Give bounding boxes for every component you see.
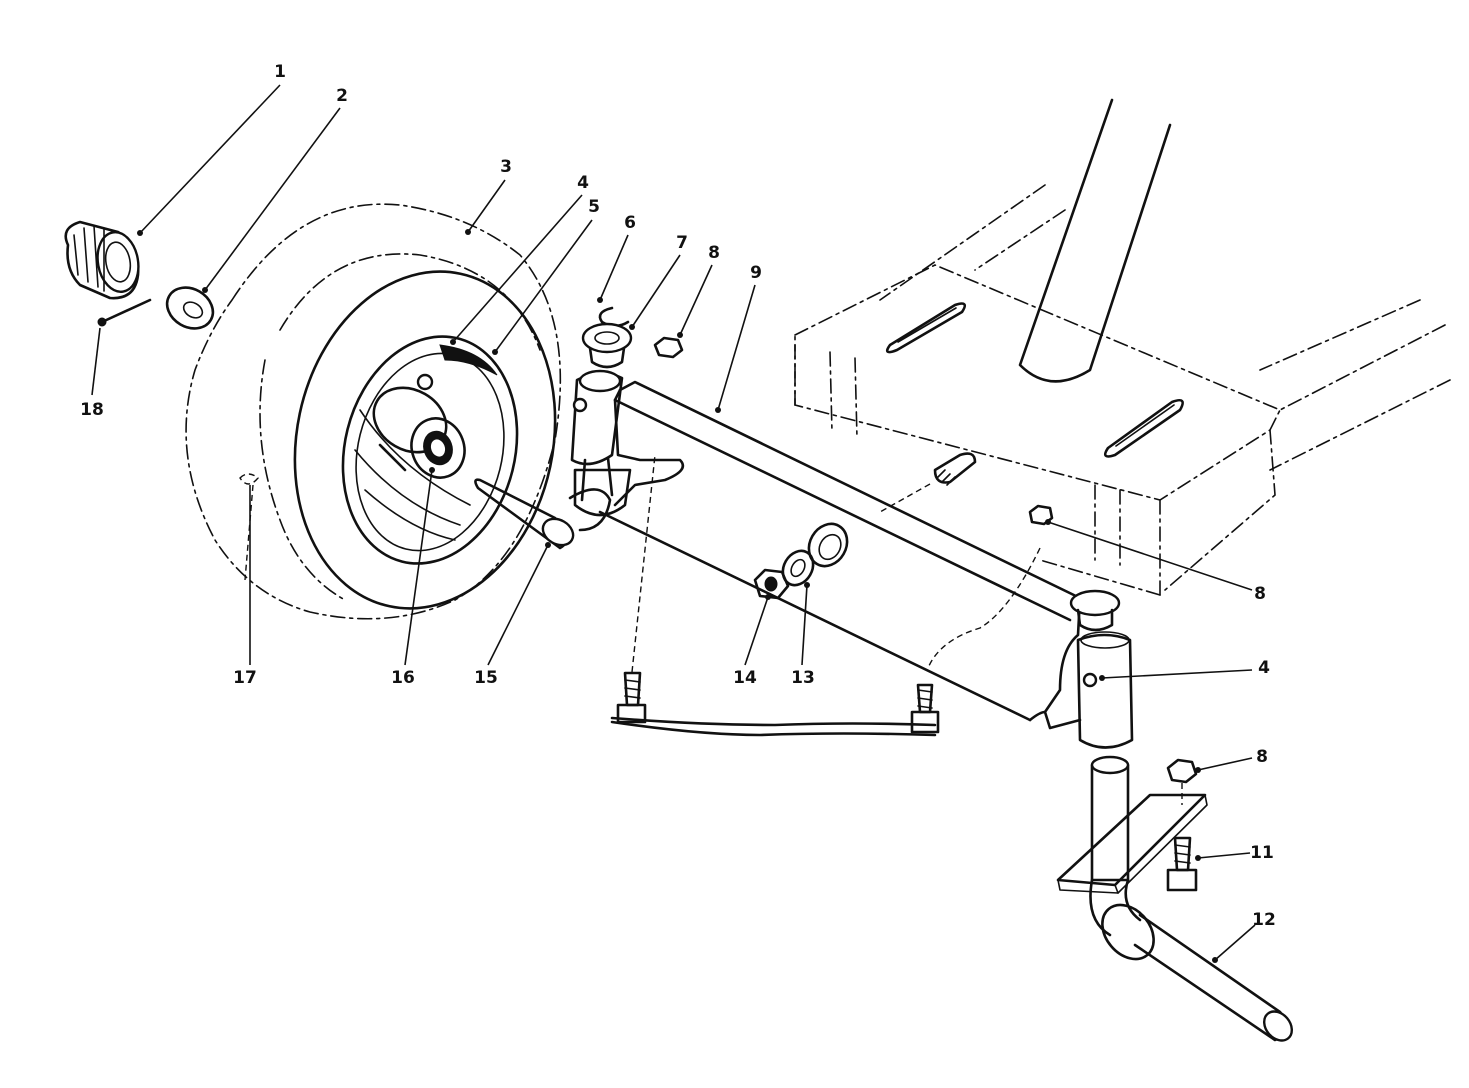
grease-fitting-hub [416,373,434,391]
tractor-frame [794,98,1451,596]
callout-labels: 1 2 3 4 5 6 7 8 9 18 17 16 15 14 13 8 4 … [80,62,1276,930]
kingpin-tube-left [570,369,624,502]
hex-nut-top [653,336,684,359]
callout-17: 17 [233,668,257,688]
callout-6: 6 [624,213,636,233]
frame-slot-upper [885,302,967,354]
callout-16: 16 [391,668,415,688]
callout-8-right: 8 [1256,747,1268,767]
spindle-left [474,468,632,550]
axle-beam [598,380,1082,730]
tie-rod [610,454,940,737]
callout-3: 3 [500,157,512,177]
callout-9: 9 [750,263,762,283]
callout-15: 15 [474,668,498,688]
wheel-rim [341,335,519,565]
frame-slot-lower [1103,398,1184,458]
hex-nut-right-upper [1166,758,1198,805]
callout-7: 7 [676,233,688,253]
hub-cap [64,220,140,300]
cap-screw-right [1166,836,1198,892]
hex-nut-frame [1028,504,1054,526]
callout-18: 18 [80,400,104,420]
lock-nut-center [753,568,790,600]
washer-center [781,549,815,587]
tire [185,203,562,620]
callout-11: 11 [1250,843,1274,863]
callout-4: 4 [577,173,589,193]
flanged-bushing-right [1069,589,1121,632]
callout-4-right: 4 [1258,658,1270,678]
leader-lines [91,84,1256,963]
valve-stem [239,473,259,581]
pivot-bushing [807,522,849,568]
callout-8: 8 [708,243,720,263]
callout-13: 13 [791,668,815,688]
kingpin-tube-right [1076,631,1134,749]
callout-1: 1 [274,62,286,82]
callout-12: 12 [1252,910,1276,930]
callout-8-frame: 8 [1254,584,1266,604]
pivot-bolt [879,452,977,513]
spindle-right [1056,755,1293,1042]
flat-washer [165,286,215,330]
callout-2: 2 [336,86,348,106]
callout-14: 14 [733,668,757,688]
flanged-bushing-left [581,322,633,369]
wheel-bearing [410,417,466,479]
cotter-pin [97,298,152,327]
callout-5: 5 [588,197,600,217]
